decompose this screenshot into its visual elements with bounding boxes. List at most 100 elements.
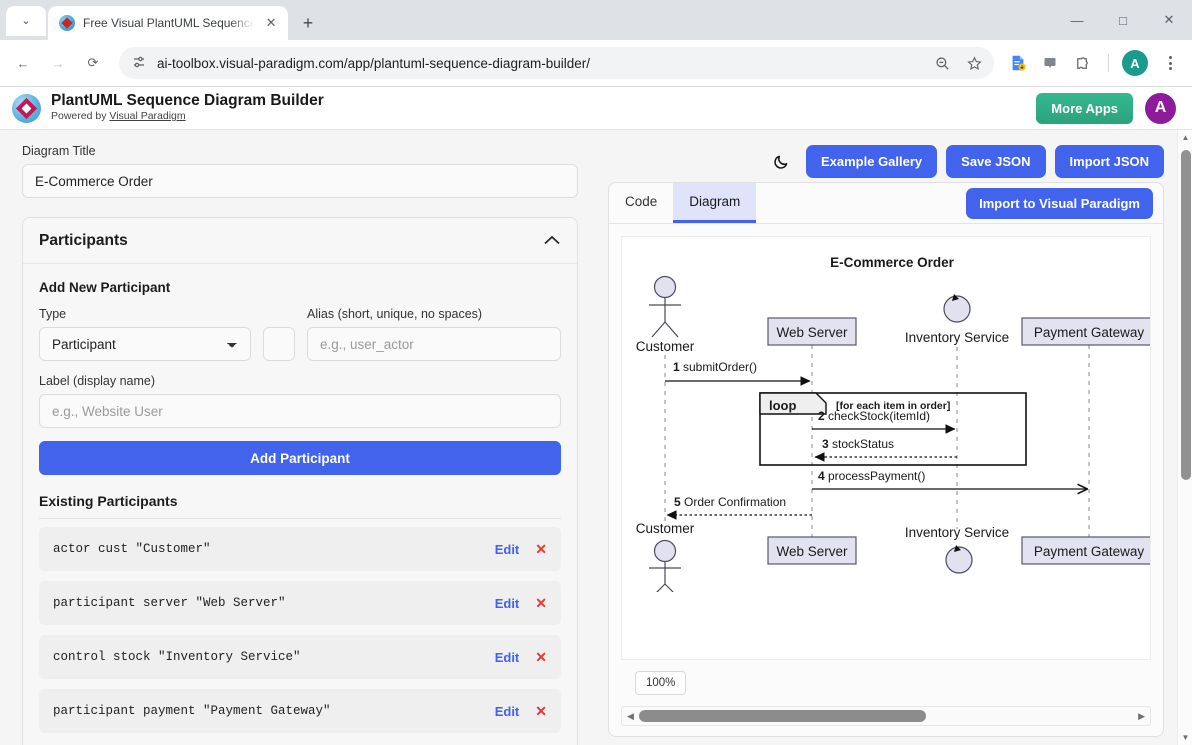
existing-participants-heading: Existing Participants <box>39 493 561 519</box>
sequence-diagram-svg: E-Commerce Order <box>636 255 1150 598</box>
powered-by-line: Powered by Visual Paradigm <box>51 110 324 124</box>
edit-button[interactable]: Edit <box>494 541 520 557</box>
participant-server-top: Web Server <box>767 317 857 346</box>
window-close-icon[interactable]: ✕ <box>1163 12 1175 27</box>
participant-label-stock-top: Inventory Service <box>905 330 1009 345</box>
powered-by-prefix: Powered by <box>51 110 110 123</box>
edit-button[interactable]: Edit <box>494 649 520 665</box>
participants-heading: Participants <box>39 231 128 249</box>
extensions-puzzle-icon[interactable] <box>1069 50 1095 76</box>
page-scrollbar[interactable]: ▲ ▼ <box>1177 130 1192 745</box>
message-1: 1 submitOrder() <box>665 360 811 386</box>
browser-tab[interactable]: Free Visual PlantUML Sequence ✕ <box>48 6 288 40</box>
tab-search-button[interactable]: ⌄ <box>6 6 46 36</box>
list-item[interactable]: actor cust "Customer" Edit ✕ <box>39 527 561 571</box>
message-2: 2 checkStock(itemId) <box>812 409 956 434</box>
participant-payment-top: Payment Gateway <box>1021 317 1150 346</box>
participant-code: participant server "Web Server" <box>53 596 286 610</box>
import-json-button[interactable]: Import JSON <box>1054 144 1164 178</box>
add-participant-button[interactable]: Add Participant <box>39 441 561 475</box>
more-apps-button[interactable]: More Apps <box>1036 92 1133 124</box>
reload-icon[interactable]: ⟳ <box>87 55 99 70</box>
minimize-icon[interactable]: — <box>1070 12 1084 28</box>
alias-input[interactable] <box>307 327 561 361</box>
browser-menu-icon[interactable] <box>1156 48 1184 78</box>
diagram-horizontal-scrollbar[interactable]: ◀ ▶ <box>621 706 1151 726</box>
profile-avatar[interactable]: A <box>1122 50 1148 76</box>
toolbar-divider <box>1108 54 1109 72</box>
save-json-button[interactable]: Save JSON <box>946 144 1046 178</box>
sequence-diagram-canvas[interactable]: E-Commerce Order <box>621 236 1151 660</box>
page-body: PlantUML Sequence Diagram Builder Powere… <box>0 87 1192 745</box>
maximize-icon[interactable]: □ <box>1119 12 1127 28</box>
message-5-text: Order Confirmation <box>684 495 786 509</box>
list-item[interactable]: participant server "Web Server" Edit ✕ <box>39 581 561 625</box>
address-bar[interactable]: ai-toolbox.visual-paradigm.com/app/plant… <box>119 47 994 79</box>
display-name-input[interactable] <box>39 394 561 428</box>
zoom-level-display[interactable]: 100% <box>635 671 687 695</box>
scroll-up-arrow-icon[interactable]: ▲ <box>1181 133 1190 142</box>
extension-doc-icon[interactable] <box>1005 50 1031 76</box>
participants-card-header[interactable]: Participants <box>23 218 577 264</box>
tab-diagram[interactable]: Diagram <box>673 183 757 223</box>
participant-server-bottom: Web Server <box>767 536 857 565</box>
diagram-panel: Code Diagram Import to Visual Paradigm E… <box>608 182 1164 737</box>
tab-code[interactable]: Code <box>625 194 658 209</box>
participant-label-server-top: Web Server <box>776 325 848 340</box>
visual-paradigm-logo-icon <box>12 93 41 123</box>
tab-title: Free Visual PlantUML Sequence <box>83 16 255 30</box>
message-4-number: 4 <box>818 469 825 483</box>
zoom-bar: 100% <box>621 660 1151 706</box>
actor-cust-top: Customer <box>636 275 695 354</box>
type-alias-row: Type Participant Alias (short, unique, n… <box>39 307 561 361</box>
message-4: 4 processPayment() <box>812 469 1087 489</box>
chevron-down-icon: ⌄ <box>21 14 31 27</box>
page-title: PlantUML Sequence Diagram Builder <box>51 92 324 110</box>
chevron-up-icon[interactable] <box>543 233 561 249</box>
new-tab-button[interactable]: + <box>302 12 314 33</box>
scroll-right-arrow-icon[interactable]: ▶ <box>1138 710 1145 721</box>
participant-type-select[interactable]: Participant <box>39 327 251 361</box>
delete-icon[interactable]: ✕ <box>535 648 547 665</box>
browser-toolbar: ← → ⟳ ai-toolbox.visual-paradigm.com/app… <box>0 40 1192 87</box>
message-2-text: checkStock(itemId) <box>828 409 930 423</box>
message-3-text: stockStatus <box>832 437 894 451</box>
diagram-title-label: Diagram Title <box>22 144 96 158</box>
zoom-icon[interactable] <box>928 49 956 77</box>
preview-pane: Example Gallery Save JSON Import JSON Co… <box>600 130 1178 745</box>
add-new-participant-heading: Add New Participant <box>39 280 171 295</box>
participant-code: actor cust "Customer" <box>53 542 211 556</box>
list-item[interactable]: control stock "Inventory Service" Edit ✕ <box>39 635 561 679</box>
scrollbar-thumb[interactable] <box>638 710 926 722</box>
scrollbar-track[interactable] <box>638 710 1133 722</box>
back-icon[interactable]: ← <box>16 55 30 71</box>
type-label: Type <box>39 307 67 321</box>
forward-icon[interactable]: → <box>51 55 65 71</box>
close-icon[interactable]: ✕ <box>265 15 277 30</box>
diagram-title-input[interactable] <box>22 164 578 198</box>
loop-fragment: loop [for each item in order] <box>759 392 1027 466</box>
delete-icon[interactable]: ✕ <box>535 594 547 611</box>
page-scrollbar-thumb[interactable] <box>1180 150 1191 480</box>
edit-button[interactable]: Edit <box>494 703 520 719</box>
user-avatar[interactable]: A <box>1145 92 1176 124</box>
loop-guard: [for each item in order] <box>836 400 950 412</box>
delete-icon[interactable]: ✕ <box>535 540 547 557</box>
delete-icon[interactable]: ✕ <box>535 702 547 719</box>
import-to-visual-paradigm-button[interactable]: Import to Visual Paradigm <box>966 187 1153 219</box>
browser-tab-strip: ⌄ Free Visual PlantUML Sequence ✕ + — □ … <box>0 0 1192 40</box>
scroll-left-arrow-icon[interactable]: ◀ <box>627 710 634 721</box>
extension-clipboard-icon[interactable] <box>1037 50 1063 76</box>
visual-paradigm-link[interactable]: Visual Paradigm <box>109 110 186 123</box>
list-item[interactable]: participant payment "Payment Gateway" Ed… <box>39 689 561 733</box>
participant-label-server-bottom: Web Server <box>776 544 848 559</box>
site-settings-icon[interactable] <box>131 54 147 73</box>
favicon-icon <box>59 15 75 31</box>
message-4-text: processPayment() <box>828 469 925 483</box>
scroll-down-arrow-icon[interactable]: ▼ <box>1181 733 1190 742</box>
bookmark-star-icon[interactable] <box>960 49 988 77</box>
preview-toolbar: Example Gallery Save JSON Import JSON <box>608 140 1164 182</box>
dark-mode-toggle-icon[interactable] <box>767 146 797 176</box>
example-gallery-button[interactable]: Example Gallery <box>805 144 938 178</box>
edit-button[interactable]: Edit <box>494 595 520 611</box>
